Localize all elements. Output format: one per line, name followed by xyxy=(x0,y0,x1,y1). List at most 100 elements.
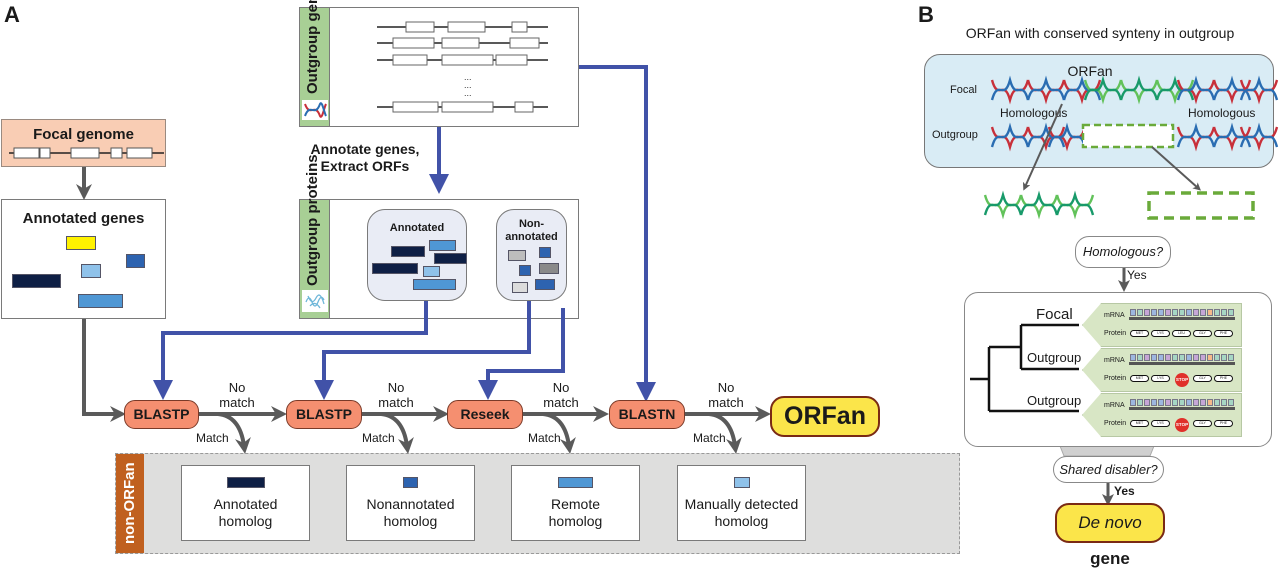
no-match-label-1: No match xyxy=(219,380,255,410)
nucleotide-block xyxy=(1228,399,1234,406)
orfan-label-b: ORFan xyxy=(1067,63,1113,79)
annotate-step-line2: Extract ORFs xyxy=(320,158,410,174)
annotated-genes-box: Annotated genes xyxy=(1,199,166,319)
nucleotide-block xyxy=(1221,354,1227,361)
nucleotide-block xyxy=(1207,399,1213,406)
homolog-swatch xyxy=(403,477,418,488)
protein-sky-blue-2 xyxy=(413,279,456,290)
gene-navy xyxy=(12,274,61,288)
step-blastp-1: BLASTP xyxy=(124,400,199,429)
yes-label-2: Yes xyxy=(1114,484,1135,498)
match-label-3: Match xyxy=(528,431,561,445)
homolog-line1: Annotated xyxy=(213,496,278,512)
outgroup-genomes-sidebar: Outgroup genomes xyxy=(300,0,330,126)
mrna-strand xyxy=(1129,317,1235,320)
nucleotide-block xyxy=(1158,354,1164,361)
nucleotide-block xyxy=(1172,354,1178,361)
nucleotide-block xyxy=(1193,309,1199,316)
homolog-line1: Remote xyxy=(550,496,601,512)
homolog-line2: homolog xyxy=(383,513,438,529)
amino-acid-pill: LEU xyxy=(1172,330,1191,337)
homolog-line1: Manually detected xyxy=(684,496,799,512)
panel-b-title: ORFan with conserved synteny in outgroup xyxy=(965,25,1235,41)
de-novo-bold: gene xyxy=(1090,549,1130,568)
nucleotide-block xyxy=(1193,399,1199,406)
ellipsis-1: ... xyxy=(464,72,472,82)
outgroup-proteins-label: Outgroup proteins xyxy=(304,154,321,286)
homolog-remote: Remote homolog xyxy=(511,465,640,541)
protein-navy-3 xyxy=(372,263,418,274)
homolog-manual: Manually detected homolog xyxy=(677,465,806,541)
nucleotide-block xyxy=(1186,399,1192,406)
protein-gray-3 xyxy=(512,282,528,293)
homolog-nonannotated: Nonannotated homolog xyxy=(346,465,475,541)
nucleotide-block xyxy=(1151,354,1157,361)
protein-blue-1 xyxy=(539,247,551,258)
mrna-label: mRNA xyxy=(1104,312,1125,319)
nucleotide-block xyxy=(1179,399,1185,406)
protein-structure-icon xyxy=(302,290,328,312)
tree-leaf-outgroup-2: Outgroup xyxy=(1027,393,1082,408)
protein-gray-2 xyxy=(539,263,559,274)
no-match-label-2: No match xyxy=(378,380,414,410)
nucleotide-block xyxy=(1137,354,1143,361)
protein-label: Protein xyxy=(1104,375,1127,382)
arrow-orfs-to-reseek xyxy=(478,308,565,400)
stop-codon-icon: STOP xyxy=(1175,373,1189,387)
no-match-label-4: No match xyxy=(708,380,744,410)
panel-b-letter: B xyxy=(918,2,934,27)
nucleotide-block xyxy=(1165,309,1171,316)
dna-icon xyxy=(302,100,328,120)
protein-gray-1 xyxy=(508,250,526,261)
match-label-1: Match xyxy=(196,431,229,445)
amino-acid-pill: MET xyxy=(1130,330,1149,337)
nonannotated-proteins-label: Non- annotated xyxy=(505,218,558,243)
protein-blue-3 xyxy=(535,279,555,290)
tree-leaf-outgroup-1: Outgroup xyxy=(1027,350,1082,365)
no-match-label-3: No match xyxy=(543,380,579,410)
arrow-annotated-to-blastp xyxy=(82,319,126,422)
amino-acid-pill: LYS xyxy=(1151,375,1170,382)
shared-disabler-question: Shared disabler? xyxy=(1053,456,1164,483)
nucleotide-block xyxy=(1207,309,1213,316)
mrna-strand xyxy=(1129,407,1235,410)
arrow-genomes-to-blastn xyxy=(579,65,656,402)
nucleotide-block xyxy=(1221,309,1227,316)
nucleotide-block xyxy=(1221,399,1227,406)
mrna-strand xyxy=(1129,362,1235,365)
nucleotide-block xyxy=(1214,309,1220,316)
focal-genome-title: Focal genome xyxy=(33,126,134,143)
nonannotated-proteins-group: Non- annotated xyxy=(496,209,567,301)
non-orfan-tab: non-ORFan xyxy=(116,454,144,553)
match-label-4: Match xyxy=(693,431,726,445)
gene-sky-blue xyxy=(78,294,123,308)
stop-codon-icon: STOP xyxy=(1175,418,1189,432)
amino-acid-pill: GLY xyxy=(1193,330,1212,337)
gene-yellow xyxy=(66,236,96,250)
homolog-annotated: Annotated homolog xyxy=(181,465,310,541)
nucleotide-block xyxy=(1137,309,1143,316)
amino-acid-pill: LYS xyxy=(1151,420,1170,427)
nucleotide-block xyxy=(1193,354,1199,361)
nucleotide-block xyxy=(1207,354,1213,361)
nucleotide-block xyxy=(1130,309,1136,316)
amino-acid-pill: MET xyxy=(1130,375,1149,382)
nucleotide-block xyxy=(1144,354,1150,361)
amino-acid-pill: GLY xyxy=(1193,420,1212,427)
nucleotide-block xyxy=(1200,399,1206,406)
annotated-proteins-label: Annotated xyxy=(389,222,445,234)
tree-leaf-focal: Focal xyxy=(1036,306,1073,323)
nucleotide-block xyxy=(1179,309,1185,316)
nucleotide-block xyxy=(1144,399,1150,406)
annotate-step-line1: Annotate genes, xyxy=(310,141,420,157)
protein-blue-2 xyxy=(519,265,531,276)
annotated-genes-title: Annotated genes xyxy=(22,210,145,227)
homologous-left: Homologous xyxy=(1000,106,1068,120)
outgroup-genomes-box: Outgroup genomes ... ... ... xyxy=(299,0,579,127)
nucleotide-block xyxy=(1137,399,1143,406)
outgroup-genome-tracks: ... ... ... xyxy=(377,21,548,113)
amino-acid-pill: GLY xyxy=(1193,375,1212,382)
homologous-question: Homologous? xyxy=(1075,236,1171,268)
nucleotide-block xyxy=(1179,354,1185,361)
